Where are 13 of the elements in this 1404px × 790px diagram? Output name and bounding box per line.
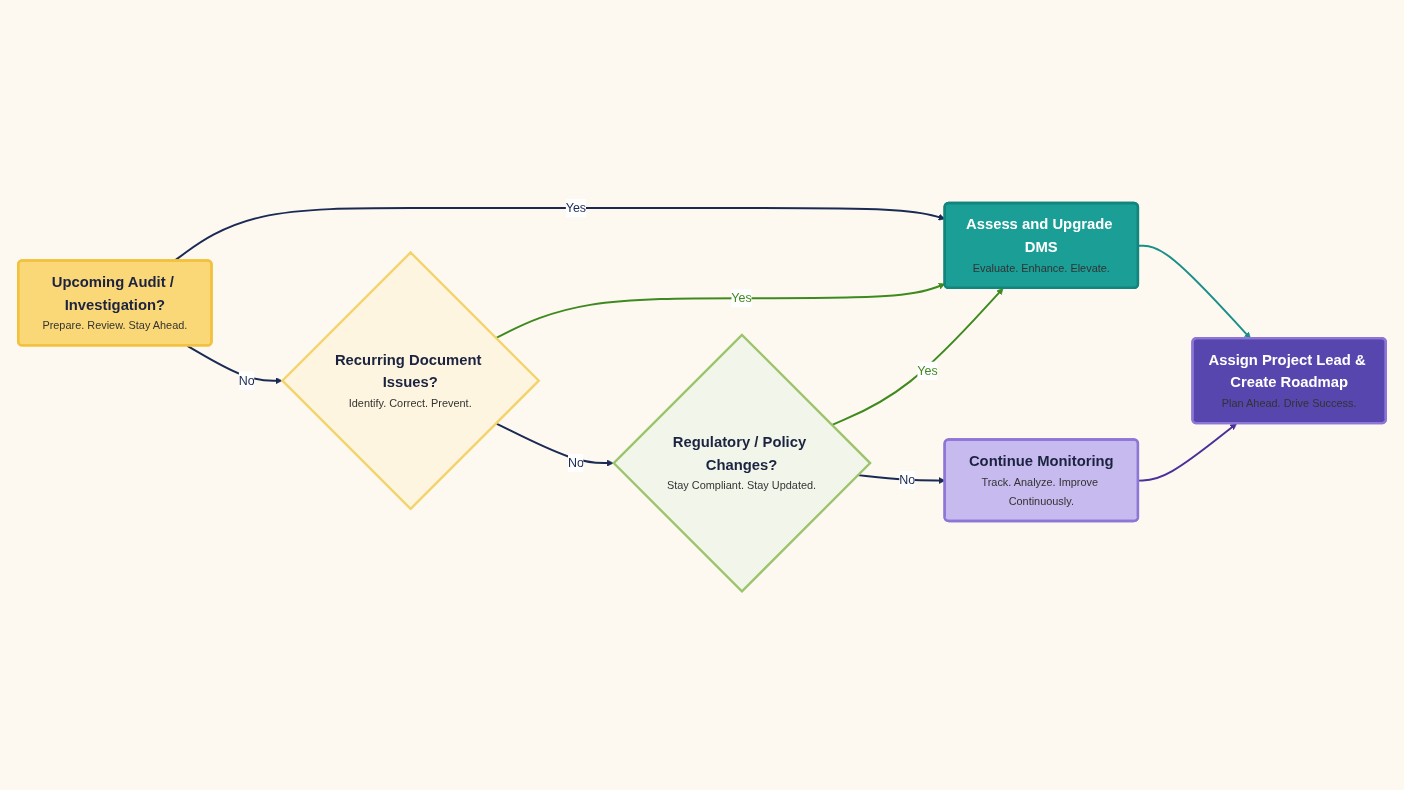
edge-label: No: [238, 373, 255, 387]
arrow: [494, 422, 614, 467]
edge-label: Yes: [917, 363, 938, 378]
edge-label: No: [567, 456, 584, 470]
arrow: [830, 288, 1004, 426]
node-diamond: Recurring Document Issues? Identify. Correct. Prevent.: [280, 250, 541, 511]
edge-label: Yes: [731, 291, 752, 305]
arrow: [1137, 423, 1237, 482]
arrow: [494, 282, 946, 340]
node-diamond: Regulatory / Policy Changes? Stay Compliant. Stay Updated.: [612, 333, 872, 593]
edge-label: Yes: [565, 201, 587, 215]
arrow: [1137, 244, 1251, 339]
edge-label: No: [899, 473, 916, 487]
